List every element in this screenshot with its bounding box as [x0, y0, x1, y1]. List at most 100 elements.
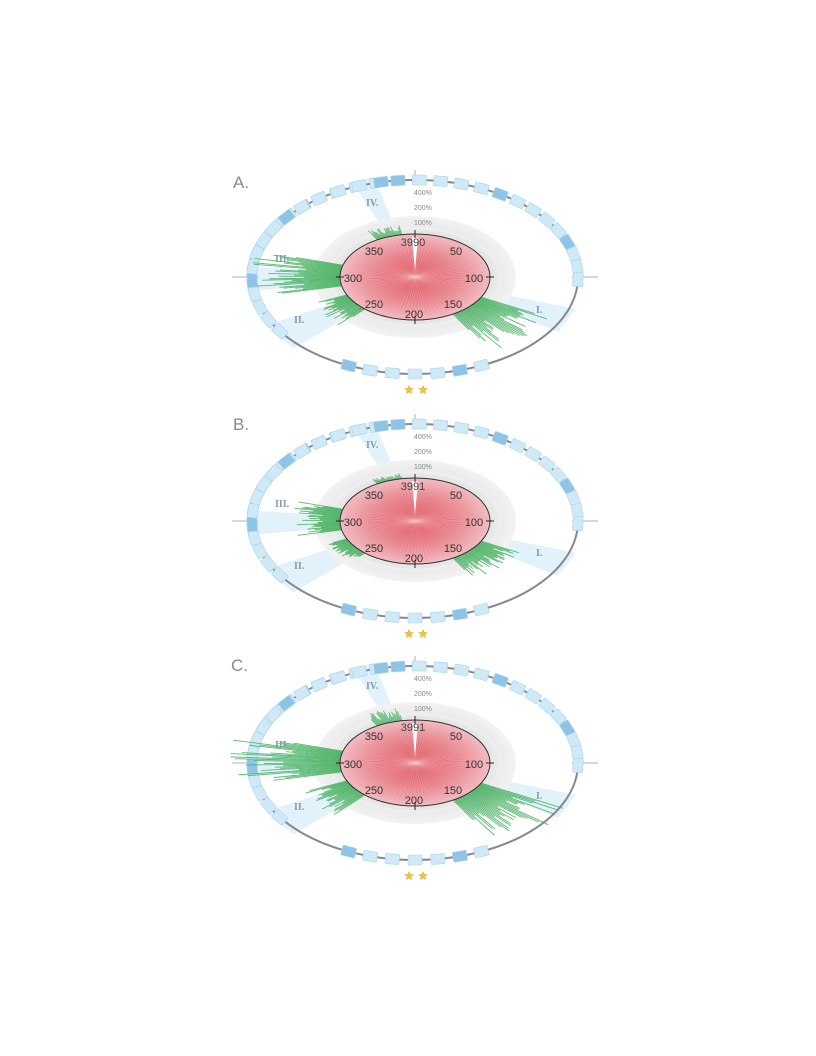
density-ray — [343, 513, 416, 522]
density-ray — [414, 762, 436, 803]
coverage-bar — [372, 478, 378, 485]
genome-segment — [293, 199, 311, 215]
coverage-bar — [386, 228, 392, 237]
density-ray — [414, 520, 470, 549]
genome-segment — [373, 176, 389, 189]
coverage-bar — [466, 794, 501, 816]
coverage-bar — [384, 232, 389, 238]
density-ray — [414, 480, 421, 522]
coverage-bar — [298, 512, 341, 517]
density-ray — [414, 762, 470, 791]
density-ray — [414, 755, 487, 764]
genome-segment — [432, 661, 449, 674]
density-ray — [357, 762, 416, 789]
genome-segment — [390, 418, 406, 431]
coverage-bar — [461, 554, 472, 563]
coverage-bar — [309, 515, 341, 518]
coverage-bar — [279, 282, 341, 288]
density-ray — [380, 484, 416, 522]
coverage-bar — [383, 713, 390, 723]
coverage-bar — [323, 506, 343, 511]
coverage-bar — [249, 744, 342, 756]
genome-segment — [246, 516, 258, 532]
coverage-bar — [380, 712, 389, 724]
density-ray — [414, 728, 454, 764]
coverage-bar — [455, 312, 482, 336]
density-ray — [414, 251, 473, 278]
coverage-bar — [273, 771, 342, 781]
density-ray — [399, 276, 416, 318]
density-ray — [349, 502, 416, 522]
density-ray — [414, 722, 421, 764]
coverage-bar — [395, 713, 399, 722]
coverage-bar — [341, 544, 354, 551]
density-ray — [414, 502, 481, 522]
density-ray — [414, 520, 479, 542]
coverage-bar — [335, 298, 351, 304]
density-ray — [414, 276, 450, 314]
coverage-bar — [246, 763, 341, 766]
coverage-bar — [463, 553, 484, 568]
coverage-bar — [457, 555, 474, 569]
coverage-bar — [481, 540, 519, 554]
genome-segment — [524, 202, 542, 219]
region-label-ii: II. — [294, 315, 305, 326]
coverage-bar — [462, 795, 509, 829]
density-ray — [347, 762, 416, 779]
density-ray — [414, 520, 481, 540]
density-ray — [414, 249, 470, 278]
coverage-bar — [376, 232, 382, 239]
coverage-bar — [254, 263, 341, 272]
coverage-bar — [270, 752, 341, 759]
genome-segment — [293, 443, 311, 459]
density-ray — [414, 258, 481, 278]
density-ray — [414, 245, 463, 278]
density-ray — [414, 520, 421, 562]
coverage-bar — [479, 541, 514, 554]
density-ray — [414, 762, 421, 804]
genome-segment — [411, 174, 427, 186]
density-ray — [389, 520, 416, 560]
coverage-bar — [390, 230, 395, 236]
percent-label-400: 400% — [414, 676, 432, 683]
tick-label-100: 100 — [465, 273, 483, 285]
density-ray — [360, 520, 416, 549]
coverage-bar — [328, 539, 348, 545]
density-ray — [376, 728, 416, 764]
coverage-bar — [238, 767, 341, 776]
density-ray — [376, 276, 416, 312]
coverage-bar — [345, 307, 364, 319]
density-ray — [345, 750, 416, 764]
coverage-bar — [328, 786, 354, 798]
coverage-bar — [455, 798, 476, 816]
density-ray — [414, 480, 426, 522]
coverage-bar — [370, 715, 380, 726]
density-ray — [409, 276, 416, 318]
genome-segment — [278, 453, 296, 470]
density-ray — [414, 762, 466, 793]
coverage-bar — [320, 525, 341, 528]
coverage-bar — [315, 524, 341, 527]
tick-label-250: 250 — [365, 543, 383, 555]
coverage-bar — [466, 551, 481, 561]
coverage-bar — [470, 791, 523, 819]
coverage-bar — [477, 786, 525, 805]
density-ray — [414, 520, 486, 532]
coverage-bar — [328, 300, 353, 311]
coverage-bar — [345, 547, 357, 553]
density-ray — [343, 269, 416, 278]
density-ray — [414, 723, 436, 764]
percent-label-200: 200% — [414, 449, 432, 456]
density-ray — [414, 744, 481, 764]
coverage-bar — [343, 791, 361, 801]
coverage-bar — [325, 302, 355, 316]
coverage-bar — [329, 782, 349, 789]
coverage-bar — [273, 254, 343, 267]
density-ray — [399, 722, 416, 764]
density-ray — [414, 269, 487, 278]
genome-segment — [473, 425, 490, 440]
density-ray — [414, 272, 488, 278]
coverage-bar — [476, 786, 519, 804]
density-ray — [414, 500, 479, 522]
density-ray — [351, 742, 416, 764]
